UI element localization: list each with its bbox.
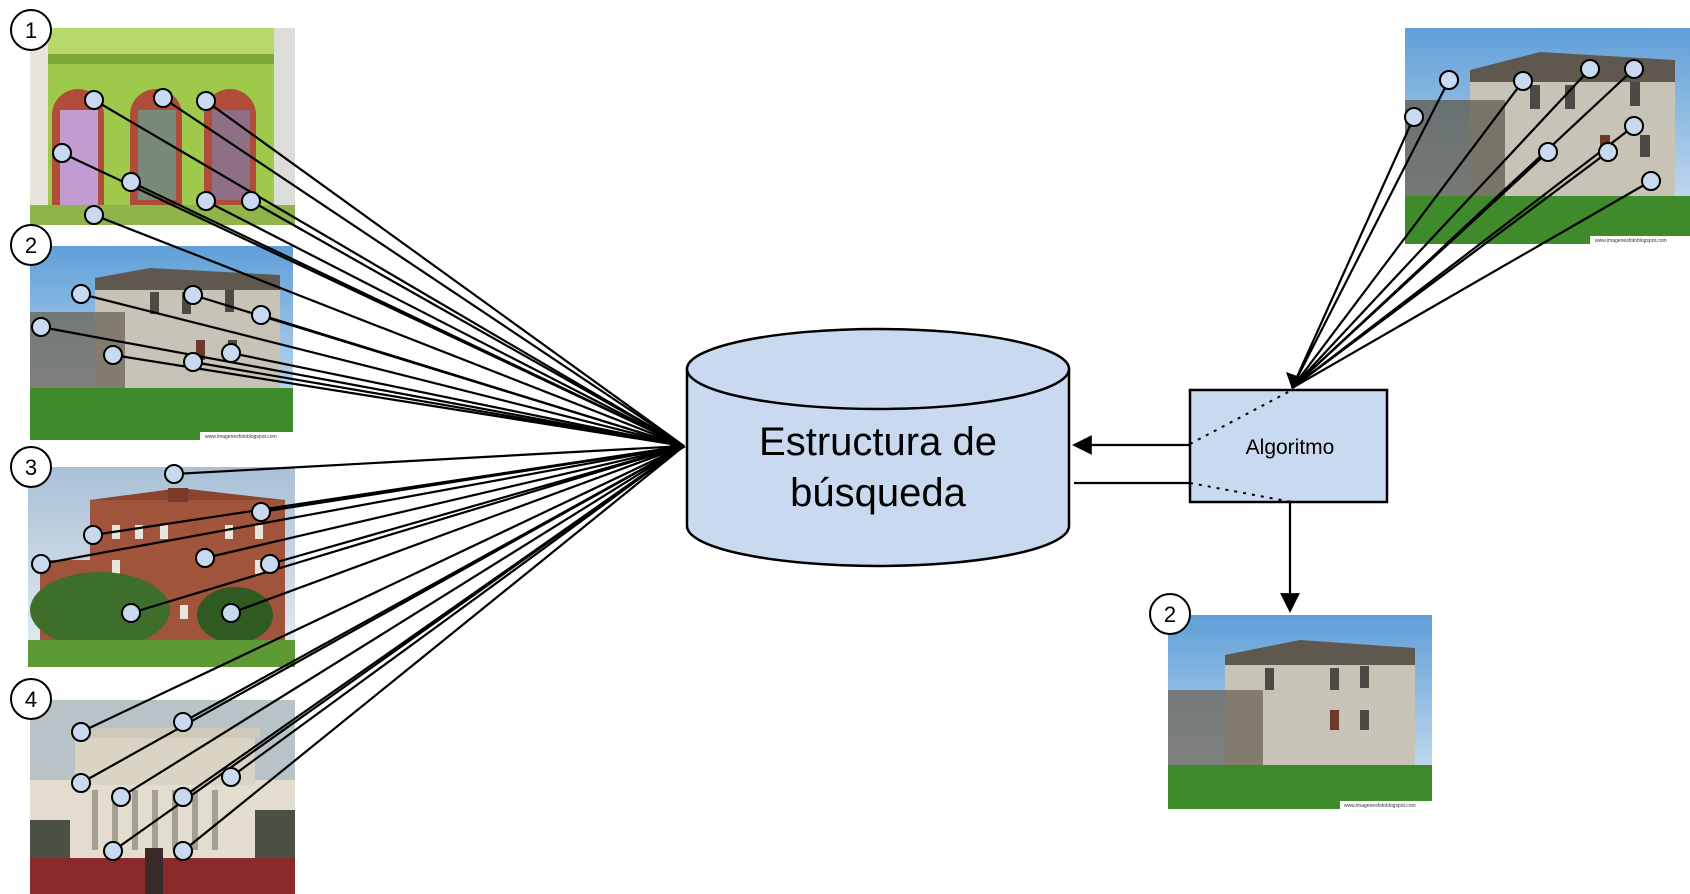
image-number-labels: 1 2 3 4 2 [10,9,1191,720]
svg-text:www.imagenesfotoblogspot.com: www.imagenesfotoblogspot.com [1595,238,1667,244]
keypoint [251,502,271,522]
keypoint [1598,142,1618,162]
keypoint [84,90,104,110]
keypoint [173,712,193,732]
database-label-line2: búsqueda [790,471,966,515]
keypoint [1439,70,1459,90]
keypoint [1624,116,1644,136]
photo-result-ruined-house: www.imagenesfotoblogspot.com [1168,615,1432,809]
feature-links-left [40,97,685,852]
label-2: 2 [10,224,52,266]
keypoint [84,205,104,225]
svg-text:www.imagenesfotoblogspot.com: www.imagenesfotoblogspot.com [205,434,277,440]
keypoint [1538,142,1558,162]
photo-1-green-facade [30,28,295,225]
algorithm-box: Algoritmo [1188,388,1389,504]
keypoint [196,91,216,111]
keypoints-query [1404,59,1661,191]
label-4-text: 4 [25,687,37,712]
keypoint [221,767,241,787]
feature-links-right [1290,68,1652,389]
label-3-text: 3 [25,455,37,480]
keypoint [195,548,215,568]
keypoint [183,352,203,372]
keypoint [1404,107,1424,127]
keypoint [103,345,123,365]
label-result: 2 [1149,593,1191,635]
keypoint [111,787,131,807]
keypoint [251,305,271,325]
keypoint [183,285,203,305]
keypoint [31,554,51,574]
keypoint [1513,71,1533,91]
algorithm-label: Algoritmo [1246,436,1335,459]
keypoint [71,773,91,793]
keypoint [31,317,51,337]
database-label-line1: Estructura de [759,420,997,464]
keypoint [1580,59,1600,79]
photo-4-classical-building [30,700,295,894]
database-arrowhead [670,438,686,456]
keypoint [164,464,184,484]
keypoint [1624,59,1644,79]
label-2-text: 2 [25,233,37,258]
search-structure-database: Estructura de búsqueda [685,327,1071,568]
keypoint [1641,171,1661,191]
keypoint [221,603,241,623]
label-1-text: 1 [25,18,37,43]
keypoint [260,554,280,574]
keypoint [121,172,141,192]
label-result-text: 2 [1164,602,1176,627]
keypoint [83,525,103,545]
label-1: 1 [10,9,52,51]
keypoint [103,841,123,861]
label-4: 4 [10,678,52,720]
keypoint [121,603,141,623]
keypoint [153,88,173,108]
photo-2-ruined-house: www.imagenesfotoblogspot.com [30,246,293,440]
keypoint [221,343,241,363]
keypoint [173,841,193,861]
photo-query-ruined-house: www.imagenesfotoblogspot.com [1405,28,1690,244]
keypoint [173,787,193,807]
keypoint [241,191,261,211]
svg-text:www.imagenesfotoblogspot.com: www.imagenesfotoblogspot.com [1344,803,1416,809]
photo-3-brick-manor [28,467,295,667]
keypoints-left [31,88,280,861]
keypoint [71,284,91,304]
keypoint [71,722,91,742]
label-3: 3 [10,446,52,488]
keypoint [52,143,72,163]
algorithm-arrowhead [1286,372,1300,389]
keypoint [196,191,216,211]
